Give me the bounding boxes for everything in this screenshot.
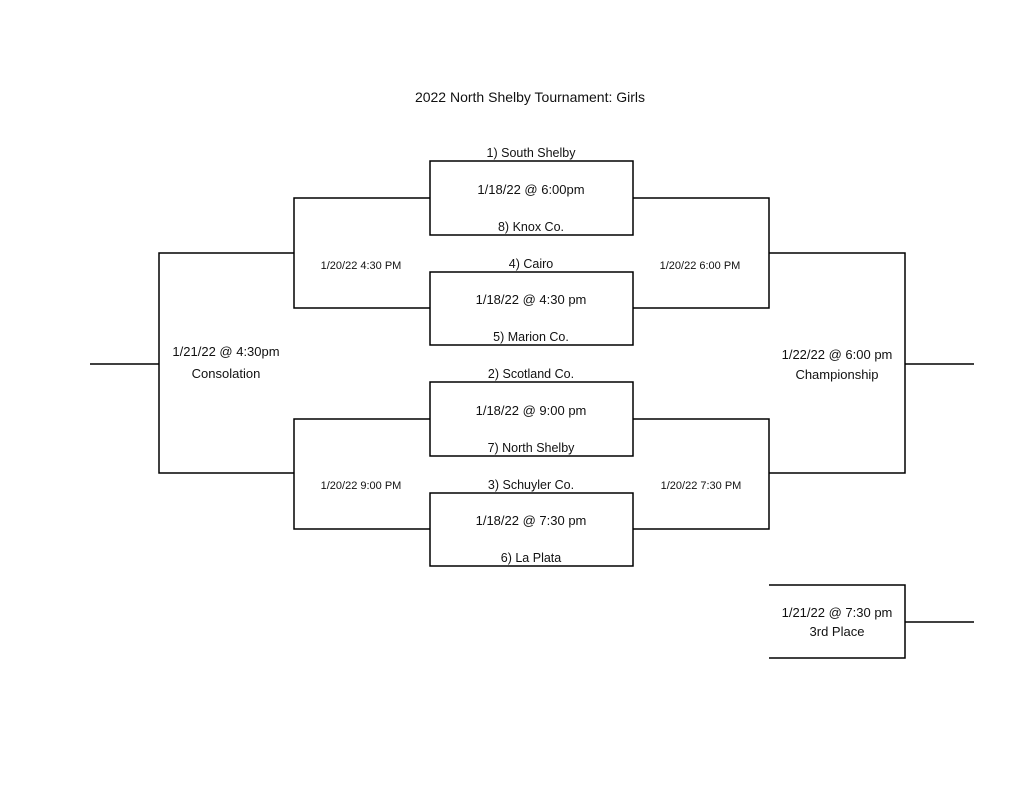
consolation-label: Consolation [192,366,261,381]
game-time: 1/18/22 @ 4:30 pm [476,292,587,307]
championship-semi-bracket-top [633,197,770,309]
team-label: 8) Knox Co. [498,220,564,234]
championship-label: Championship [795,367,878,382]
team-label: 6) La Plata [501,551,562,565]
championship-semi-time: 1/20/22 7:30 PM [661,480,742,492]
championship-final-time: 1/22/22 @ 6:00 pm [782,347,893,362]
championship-semi-bracket-bottom [633,418,770,530]
team-label: 7) North Shelby [488,441,576,455]
team-label: 2) Scotland Co. [488,367,574,381]
game-time: 1/18/22 @ 6:00pm [477,182,584,197]
third-place-bracket [769,584,906,659]
championship-semi-time: 1/20/22 6:00 PM [660,260,741,272]
team-label: 1) South Shelby [487,146,577,160]
consolation-semi-bracket-top [293,197,430,309]
team-label: 3) Schuyler Co. [488,478,574,492]
consolation-semi-time: 1/20/22 9:00 PM [321,480,402,492]
page-title: 2022 North Shelby Tournament: Girls [415,89,645,105]
championship-final-bracket [769,252,906,474]
consolation-semi-time: 1/20/22 4:30 PM [321,260,402,272]
consolation-final-time: 1/21/22 @ 4:30pm [172,344,279,359]
consolation-final-bracket [158,252,294,474]
team-label: 5) Marion Co. [493,330,569,344]
consolation-semi-bracket-bottom [293,418,430,530]
third-place-time: 1/21/22 @ 7:30 pm [782,605,893,620]
third-place-label: 3rd Place [810,624,865,639]
game-time: 1/18/22 @ 7:30 pm [476,513,587,528]
game-time: 1/18/22 @ 9:00 pm [476,403,587,418]
team-label: 4) Cairo [509,257,554,271]
